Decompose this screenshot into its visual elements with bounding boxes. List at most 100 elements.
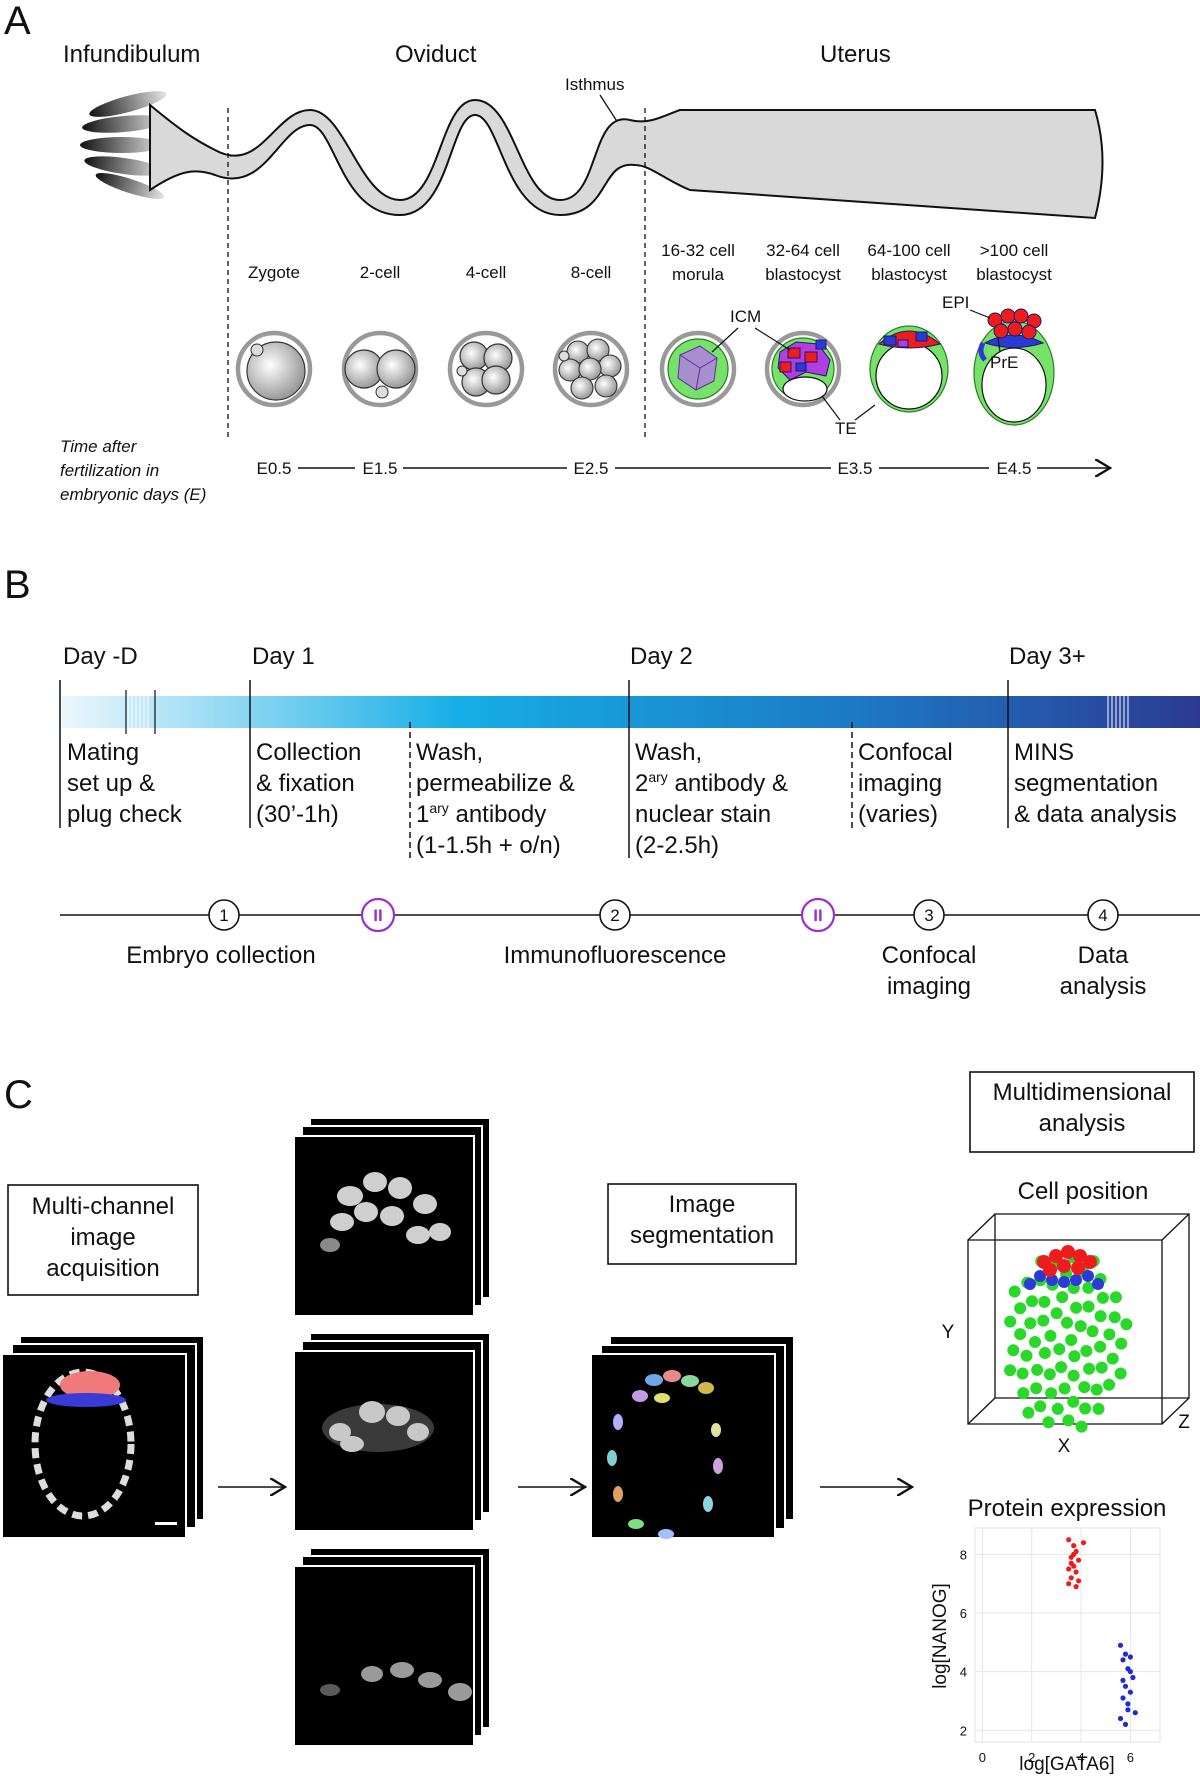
region-infundibulum: Infundibulum <box>63 41 200 68</box>
cell-dot-te <box>1034 1400 1047 1413</box>
svg-text:segmentation: segmentation <box>1014 770 1158 797</box>
phase-1-marker: 1 <box>208 899 240 931</box>
chart-point <box>1080 1540 1087 1546</box>
multidimensional-box <box>969 1071 1195 1153</box>
phase-label: Confocal <box>882 942 977 969</box>
chart-point <box>1122 1651 1129 1657</box>
stage-label: blastocyst <box>976 265 1052 284</box>
time-tick: E2.5 <box>574 459 609 478</box>
channel-stack-3 <box>293 1547 491 1747</box>
cell-dot-te <box>1053 1343 1066 1356</box>
chart-point <box>1068 1575 1074 1581</box>
cell-dot-pre <box>1034 1270 1046 1282</box>
segmentation-box <box>607 1183 797 1265</box>
chart-ytick-label: 2 <box>960 1723 967 1738</box>
step-primary-antibody: Wash, permeabilize & 1ary antibody (1-1.… <box>416 739 575 859</box>
svg-text:Mating: Mating <box>67 739 139 766</box>
time-axis-caption: fertilization in <box>60 461 159 480</box>
chart-point <box>1066 1537 1072 1543</box>
chart-xtick-label: 0 <box>979 1750 986 1765</box>
cell-dot-te <box>1004 1315 1017 1328</box>
cell-dot-te <box>1017 1387 1030 1400</box>
cell-dot-te <box>1108 1311 1121 1324</box>
chart-ytick-label: 8 <box>960 1547 967 1562</box>
cell-dot-te <box>1095 1361 1108 1374</box>
time-tick: E1.5 <box>363 459 398 478</box>
panel-c-letter: C <box>4 1073 33 1117</box>
cell-dot-epi <box>1049 1249 1063 1263</box>
region-isthmus: Isthmus <box>565 75 625 94</box>
phase-label: Data <box>1078 942 1129 969</box>
cell-dot-epi <box>1083 1255 1097 1269</box>
cell-dot-te <box>1042 1416 1055 1429</box>
svg-text:set up &: set up & <box>67 770 155 797</box>
cell-position-dots <box>1004 1245 1133 1433</box>
cell-dot-te <box>1062 1414 1075 1427</box>
embryo-zygote <box>235 330 313 408</box>
cell-dot-te <box>1079 1402 1092 1415</box>
chart-point <box>1120 1657 1126 1663</box>
cell-dot-te <box>1008 1285 1021 1298</box>
cell-dot-te <box>1082 1281 1095 1294</box>
infundibulum-fimbriae <box>80 91 167 199</box>
cell-dot-te <box>1092 1402 1105 1415</box>
stage-label: 16-32 cell <box>661 241 735 260</box>
label-pre: PrE <box>990 353 1018 372</box>
chart-point <box>1127 1689 1133 1695</box>
cell-dot-epi <box>1071 1261 1085 1275</box>
chart-point <box>1125 1707 1131 1713</box>
chart-ytick-label: 6 <box>960 1606 967 1621</box>
cell-dot-epi <box>1061 1245 1075 1259</box>
cell-dot-te <box>1030 1382 1043 1395</box>
svg-text:Wash,: Wash, <box>416 739 483 766</box>
timeline-hatch-left <box>127 696 149 728</box>
chart-point <box>1071 1543 1077 1549</box>
svg-text:Confocal: Confocal <box>858 739 953 766</box>
chart-point <box>1120 1695 1126 1701</box>
cell-dot-te <box>1086 1325 1099 1338</box>
cell-dot-te <box>1103 1328 1116 1341</box>
chart-ytick-label: 4 <box>960 1665 967 1680</box>
axis-label-x: X <box>1058 1436 1071 1457</box>
pause-icon: II <box>360 897 396 933</box>
panel-b-letter: B <box>4 563 31 607</box>
svg-text:Collection: Collection <box>256 739 361 766</box>
cell-dot-te <box>1037 1314 1050 1327</box>
stage-label: >100 cell <box>980 241 1049 260</box>
svg-text:(2-2.5h): (2-2.5h) <box>635 832 719 859</box>
chart-point <box>1130 1674 1136 1681</box>
cell-dot-te <box>1004 1364 1017 1377</box>
cell-dot-te <box>1014 1328 1027 1341</box>
embryo-early-blastocyst <box>764 330 842 408</box>
cell-dot-pre <box>1082 1270 1094 1282</box>
stage-labels: Zygote 2-cell 4-cell 8-cell 16-32 cell m… <box>248 241 1052 284</box>
phase-label: Embryo collection <box>126 942 315 969</box>
chart-xtick-label: 6 <box>1127 1750 1134 1765</box>
cell-dot-te <box>1038 1295 1051 1308</box>
cell-dot-te <box>1026 1295 1038 1308</box>
time-tick: E4.5 <box>997 459 1032 478</box>
embryo-morula <box>659 330 737 408</box>
day-label: Day 1 <box>252 643 315 670</box>
cell-dot-te <box>1031 1363 1044 1376</box>
cell-dot-pre <box>1058 1276 1070 1288</box>
chart-point <box>1122 1721 1129 1727</box>
chart-point <box>1073 1569 1079 1575</box>
label-icm: ICM <box>730 307 761 326</box>
chart-point <box>1066 1581 1072 1587</box>
chart-point <box>1117 1642 1124 1648</box>
axis-label-z: Z <box>1178 1412 1190 1433</box>
reproductive-tract <box>149 98 1104 220</box>
svg-text:& fixation: & fixation <box>256 770 355 797</box>
step-mins: MINS segmentation & data analysis <box>1014 739 1177 828</box>
time-axis-caption: embryonic days (E) <box>60 485 206 504</box>
chart-point <box>1071 1551 1077 1557</box>
embryo-mid-blastocyst <box>869 325 949 413</box>
region-uterus: Uterus <box>820 41 891 68</box>
chart-point <box>1122 1683 1129 1689</box>
cell-dot-te <box>1094 1340 1107 1353</box>
chart-title: Protein expression <box>968 1495 1167 1522</box>
cell-dot-pre <box>1046 1274 1058 1286</box>
